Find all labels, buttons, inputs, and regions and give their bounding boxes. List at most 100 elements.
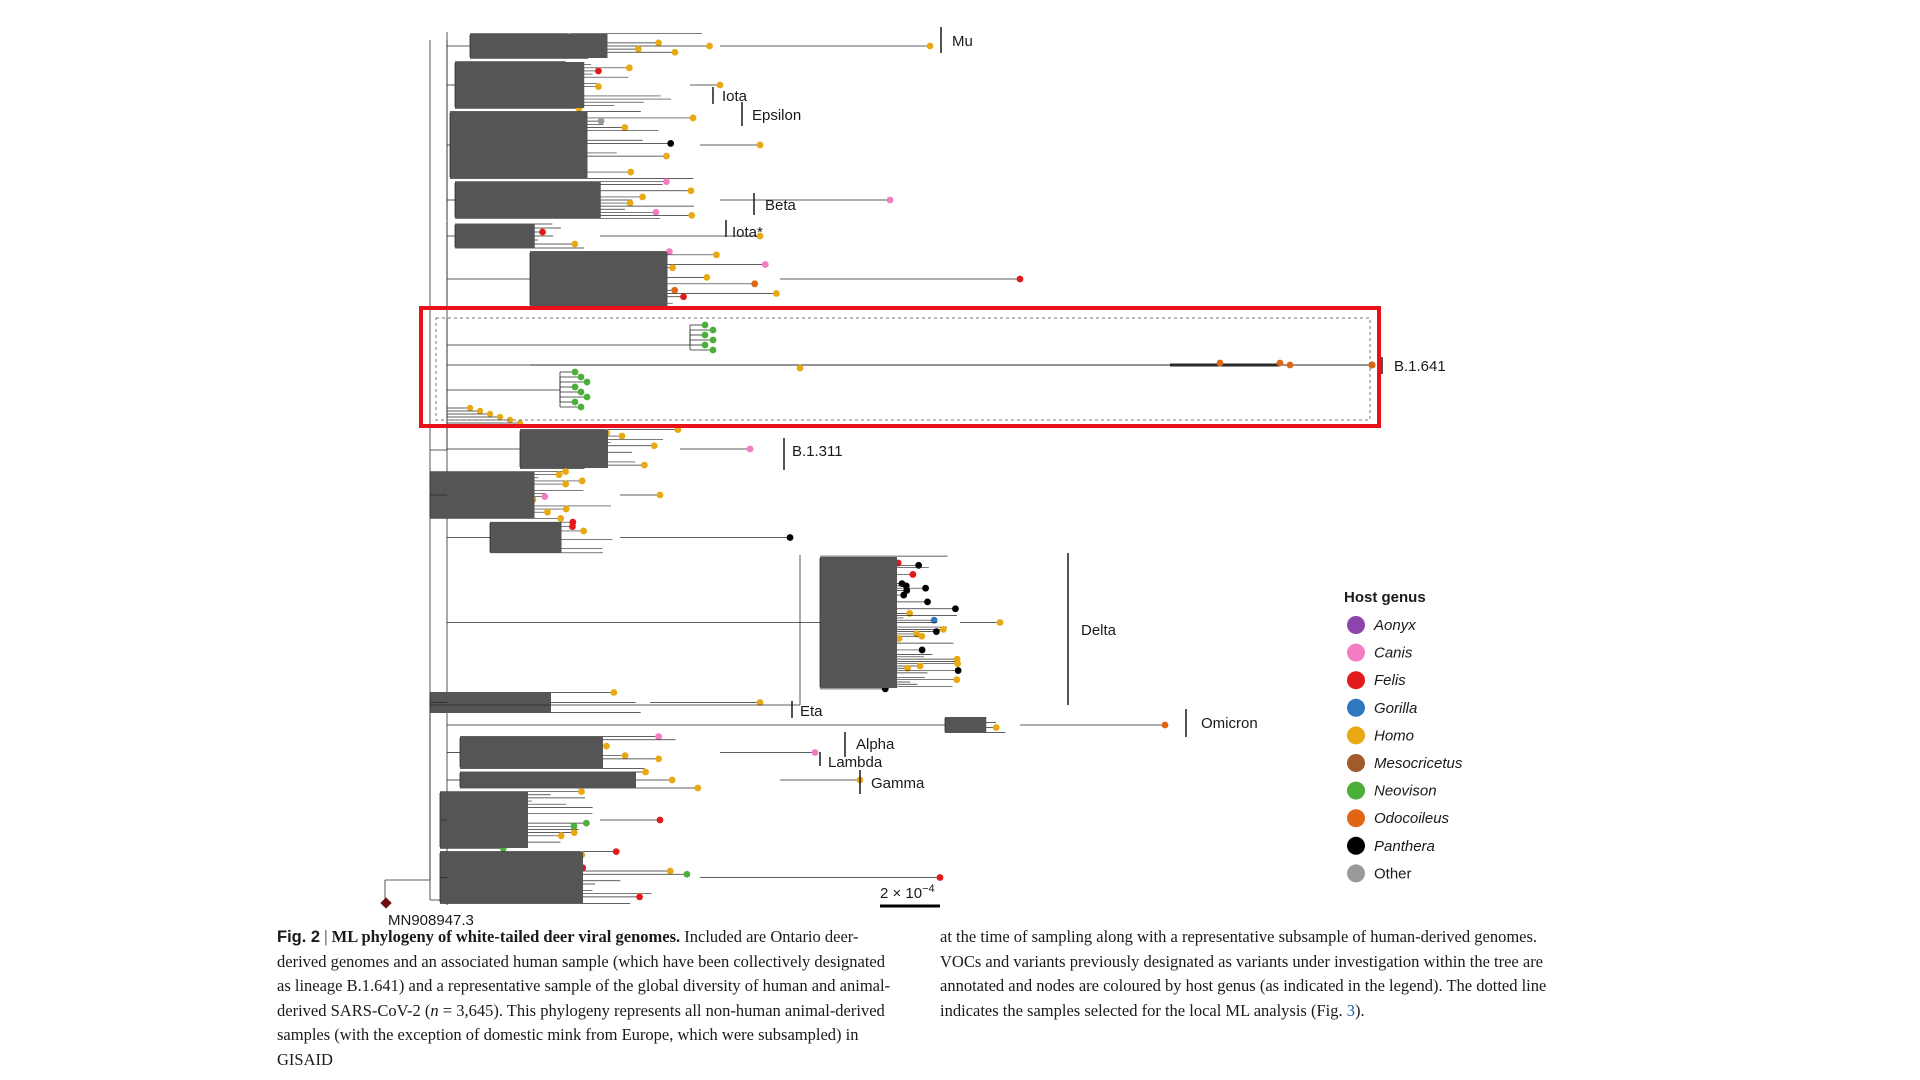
- tree-tip-node: [610, 689, 618, 696]
- tree-tip-node: [996, 619, 1004, 626]
- legend-swatch-panthera: [1347, 836, 1365, 855]
- clade-label-b1641: B.1.641: [1394, 358, 1446, 375]
- tree-tip-node: [577, 403, 585, 411]
- tree-tip-node: [954, 660, 961, 668]
- legend-label-neovison: Neovison: [1374, 783, 1437, 800]
- tree-tip-node: [906, 609, 914, 617]
- legend-label-mesocricetus: Mesocricetus: [1374, 755, 1463, 772]
- collapsed-branches: [440, 792, 528, 848]
- legend-label-felis: Felis: [1374, 672, 1406, 689]
- scale-bar: 2 × 10−4: [880, 883, 940, 908]
- tree-tip-node: [926, 42, 934, 50]
- collapsed-branches: [430, 692, 551, 713]
- tree-tip-node: [595, 83, 602, 90]
- tree-tip-node: [583, 378, 591, 386]
- legend-label-canis: Canis: [1374, 645, 1413, 662]
- tree-tip-node: [924, 598, 931, 606]
- tree-tip-node: [665, 248, 673, 256]
- scale-bar-base: 2 × 10: [880, 885, 922, 902]
- tree-tip-node: [954, 667, 962, 674]
- tree-tip-node: [625, 64, 633, 72]
- tree-tip-node: [557, 515, 565, 522]
- tree-tip-node: [930, 616, 938, 624]
- tree-tip-node: [1216, 359, 1224, 367]
- tree-tip-node: [680, 293, 687, 301]
- clade-label-lambda: Lambda: [828, 754, 883, 771]
- tree-tip-node: [639, 193, 646, 201]
- tree-tip-node: [655, 755, 663, 763]
- tree-tip-node: [544, 508, 551, 516]
- collapsed-branches: [455, 182, 601, 218]
- tree-tip-node: [918, 646, 926, 654]
- tree-tip-node: [562, 480, 570, 488]
- caption-title: ML phylogeny of white-tailed deer viral …: [331, 927, 681, 946]
- legend-swatch-aonyx: [1347, 616, 1365, 634]
- collapsed-branches: [450, 112, 588, 178]
- tree-tip-node: [570, 829, 578, 837]
- tree-tip-node: [668, 776, 676, 784]
- tree-tip-node: [933, 628, 940, 636]
- collapsed-branches: [470, 34, 608, 58]
- tree-tip-node: [689, 114, 697, 122]
- tree-tip-node: [746, 445, 754, 453]
- collapsed-branches: [945, 717, 987, 733]
- tree-tip-node: [756, 232, 764, 240]
- legend-swatch-gorilla: [1347, 698, 1365, 717]
- tree-tip-node: [476, 407, 484, 415]
- tree-tip-node: [571, 398, 579, 406]
- tree-tip-node: [562, 468, 569, 475]
- tree-tip-node: [577, 388, 585, 396]
- tree-tip-node: [578, 477, 586, 485]
- legend-swatch-felis: [1347, 671, 1365, 690]
- tree-tip-node: [952, 605, 959, 613]
- caption-fig-ref[interactable]: 3: [1346, 1000, 1355, 1020]
- caption-separator: |: [320, 927, 332, 946]
- scale-bar-exponent: −4: [922, 883, 935, 895]
- caption-text-2: = 3,645). This phylogeny represents all …: [277, 1000, 885, 1069]
- caption-n-symbol: n: [430, 1000, 439, 1020]
- tree-tip-node: [571, 240, 579, 248]
- tree-tip-node: [886, 196, 894, 204]
- collapsed-branches: [460, 737, 603, 768]
- tree-tip-node: [627, 168, 635, 176]
- legend-label-homo: Homo: [1374, 727, 1414, 744]
- scale-bar-label: 2 × 10−4: [880, 883, 935, 902]
- clade-label-epsilon: Epsilon: [752, 107, 801, 124]
- clade-annotations: Mu Iota Epsilon Beta Iota* B.1.641 B.1.3…: [712, 27, 1446, 794]
- tree-tip-node: [626, 199, 634, 207]
- phylogenetic-tree: [384, 32, 1376, 905]
- tree-tip-node: [701, 321, 709, 329]
- clade-label-iota: Iota: [722, 88, 748, 105]
- collapsed-branches: [490, 522, 562, 553]
- tree-tip-node: [595, 67, 602, 75]
- tree-tip-node: [786, 534, 794, 541]
- tree-tip-node: [772, 290, 780, 297]
- tree-tip-node: [603, 742, 610, 750]
- clade-label-mu: Mu: [952, 33, 973, 50]
- tree-tip-node: [580, 527, 588, 535]
- tree-tip-node: [641, 461, 648, 469]
- tree-tip-node: [496, 413, 504, 421]
- local-ml-dotted-box: [435, 317, 1371, 421]
- tree-tip-node: [909, 571, 917, 578]
- tree-tip-node: [1276, 359, 1284, 367]
- tree-tip-node: [939, 625, 947, 633]
- tree-tip-node: [656, 816, 664, 824]
- tree-tip-node: [539, 228, 546, 236]
- tree-tip-node: [922, 584, 930, 592]
- legend-swatch-mesocricetus: [1347, 754, 1365, 772]
- legend-label-panthera: Panthera: [1374, 838, 1435, 855]
- tree-tip-node: [562, 505, 570, 513]
- tree-tip-node: [688, 211, 696, 219]
- tree-tip-node: [577, 373, 585, 381]
- tree-tip-node: [703, 273, 711, 281]
- tree-tip-node: [583, 393, 591, 401]
- collapsed-branches: [520, 430, 608, 468]
- collapsed-branches: [440, 852, 583, 903]
- tree-tip-node: [541, 493, 549, 500]
- tree-tip-node: [701, 331, 709, 339]
- tree-tip-node: [597, 117, 605, 125]
- tree-tip-node: [669, 264, 676, 272]
- legend-items: AonyxCanisFelisGorillaHomoMesocricetusNe…: [1347, 616, 1463, 883]
